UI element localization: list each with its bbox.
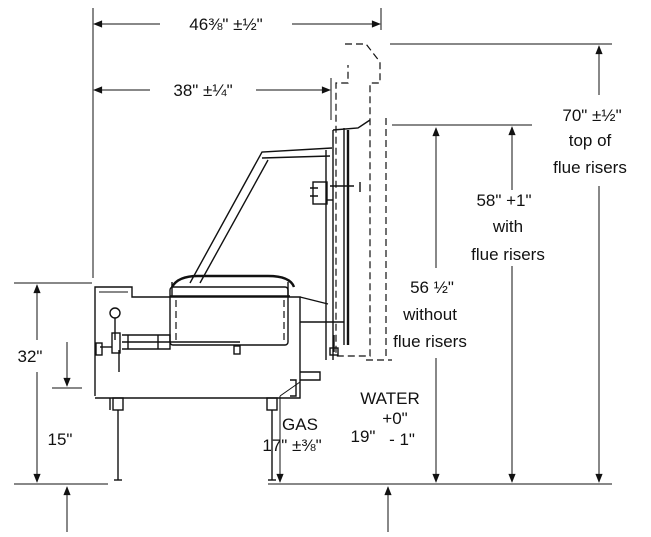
overall-width-label: 46⅜" ±½" — [189, 15, 262, 34]
without-risers-line2: without — [402, 305, 457, 324]
without-risers-line3: flue risers — [393, 332, 467, 351]
dimension-overall-width: 46⅜" ±½" — [93, 15, 381, 34]
kettle-drawing — [94, 43, 392, 481]
gas-label: GAS — [282, 415, 318, 434]
water-height-label: 19" — [351, 427, 376, 446]
water-tolerance-minus: - 1" — [389, 430, 415, 449]
cabinet-body — [94, 286, 301, 399]
dimension-gas: GAS 17" ±⅜" — [262, 381, 322, 483]
flue-riser-height-line3: flue risers — [553, 158, 627, 177]
dimension-water: WATER +0" 19" - 1" — [351, 389, 420, 532]
width-to-riser-label: 38" ±¼" — [173, 81, 232, 100]
extension-lines — [14, 8, 612, 485]
cabinet-height-label: 32" — [18, 347, 43, 366]
flue-riser-height-line2: top of — [569, 131, 612, 150]
water-label: WATER — [360, 389, 420, 408]
with-risers-value: 58" +1" — [476, 191, 531, 210]
kettle-lid — [189, 147, 333, 284]
with-risers-line2: with — [492, 217, 523, 236]
dimension-lower-height: 15" — [48, 342, 82, 532]
gas-height-label: 17" ±⅜" — [262, 436, 321, 455]
dimension-flue-riser-height: 70" ±½" top of flue risers — [553, 45, 627, 483]
dimension-without-risers: 56 ½" without flue risers — [393, 127, 467, 483]
with-risers-line3: flue risers — [471, 245, 545, 264]
flue-riser-height-value: 70" ±½" — [562, 106, 621, 125]
water-tolerance-plus: +0" — [382, 409, 407, 428]
flue-riser-dashed — [335, 43, 381, 357]
without-risers-value: 56 ½" — [410, 278, 454, 297]
dimension-cabinet-height: 32" — [18, 284, 43, 483]
lower-height-label: 15" — [48, 430, 73, 449]
dimension-with-risers: 58" +1" with flue risers — [471, 126, 545, 483]
dimension-width-to-riser: 38" ±¼" — [93, 81, 331, 100]
